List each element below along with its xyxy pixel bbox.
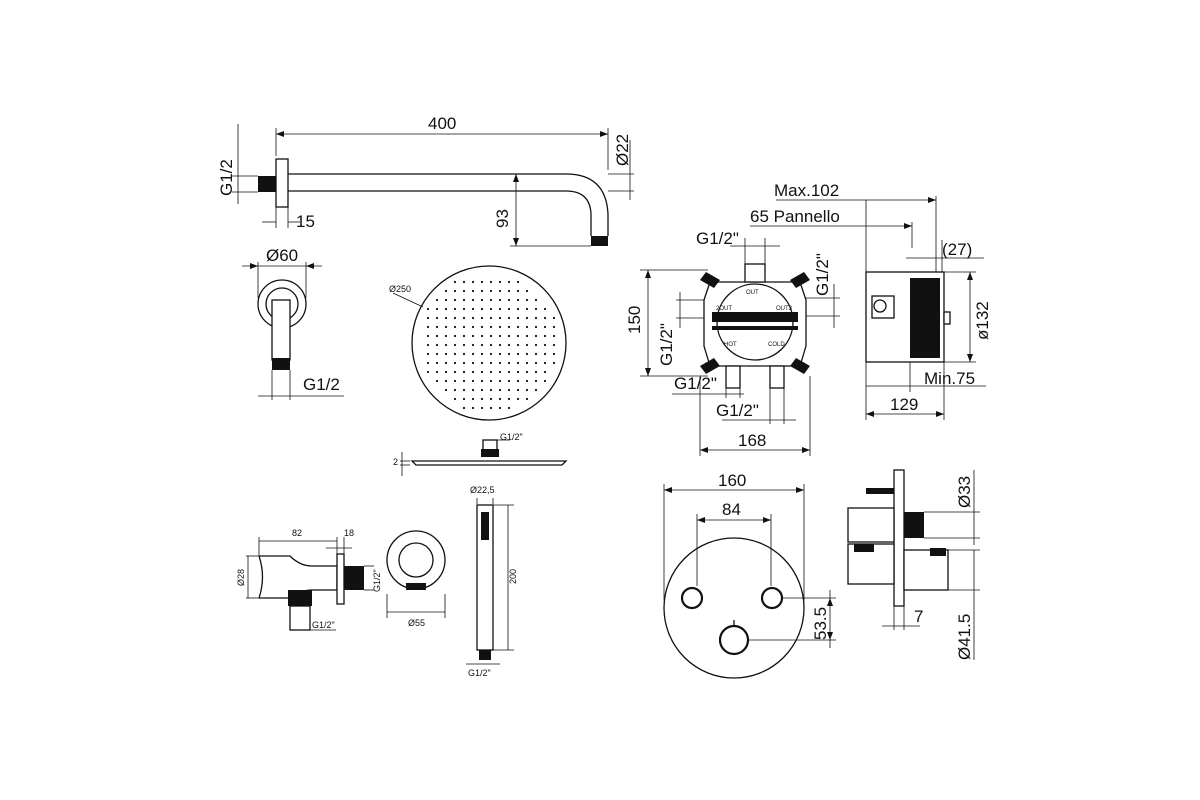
trim-button-left: [680, 586, 704, 610]
arm-thread-stub: [258, 176, 276, 192]
hand-shower-thread-label: G1/2": [468, 668, 491, 678]
shower-head-side-view: G1/2" 2: [393, 432, 568, 476]
shower-arm-view: 400 Ø22 G1/2 15 93: [217, 114, 634, 247]
arm-thread-label: G1/2: [217, 159, 236, 196]
arm-wall-flange: [275, 158, 289, 208]
shower-head-nozzles: [426, 280, 556, 410]
head-diameter-label: Ø250: [389, 284, 411, 294]
shower-head-top-view: Ø250: [389, 265, 567, 421]
outlet-side-thread-label: G1/2": [372, 569, 382, 592]
head-thickness-label: 2: [393, 457, 398, 467]
valve-port-out-1: OUT: [746, 290, 759, 296]
arm-length-label: 400: [428, 114, 456, 133]
arm-drop-label: 93: [493, 209, 512, 228]
valve-side-min-label: Min.75: [924, 369, 975, 388]
valve-height-label: 150: [625, 306, 644, 334]
hand-shower-diameter-label: Ø22,5: [470, 485, 495, 495]
outlet-length-label: 82: [292, 528, 302, 538]
outlet-plate-label: Ø55: [408, 618, 425, 628]
arm-outlet-thread: [591, 236, 608, 246]
outlet-flange-label: 18: [344, 528, 354, 538]
valve-box-front-view: OUT 2OUT OUT3 HOT COLD G1/2" G1/2" 150 G…: [625, 229, 840, 456]
hand-shower-view: Ø22,5 200 G1/2": [466, 485, 518, 678]
valve-left-thread-label: G1/2": [657, 323, 676, 366]
wall-outlet-view: 82 18 Ø28 G1/2" G1/2": [236, 528, 382, 631]
outlet-bottom-thread-label: G1/2": [312, 620, 335, 630]
trim-side-top-label: Ø33: [955, 476, 974, 508]
shower-head-outline: [411, 265, 567, 421]
trim-side-bottom-label: Ø41.5: [955, 614, 974, 660]
head-thread-label: G1/2": [500, 432, 523, 442]
trim-diameter-label: 160: [718, 471, 746, 490]
valve-bottom-thread-1-label: G1/2": [674, 374, 717, 393]
trim-button-right: [760, 586, 784, 610]
arm-flange-label: 15: [296, 212, 315, 231]
valve-bottom-thread-2-label: G1/2": [716, 401, 759, 420]
trim-side-depth-label: 7: [914, 607, 923, 626]
arm-flange-front-view: Ø60 G1/2: [242, 246, 344, 400]
valve-port-cold: COLD: [768, 342, 785, 348]
arm-diameter-label: Ø22: [613, 134, 632, 166]
valve-right-thread-label: G1/2": [813, 253, 832, 296]
trim-plate-front-view: 160 84 53.5: [663, 471, 836, 679]
valve-side-offset-label: (27): [942, 240, 972, 259]
valve-port-out-2: 2OUT: [716, 306, 732, 312]
flange-diameter-label: Ø60: [266, 246, 298, 265]
hand-shower-length-label: 200: [508, 569, 518, 584]
valve-box-side-view: Max.102 65 Pannello (27) ø132 Min.75 129: [750, 181, 992, 420]
valve-top-thread-label: G1/2": [696, 229, 739, 248]
outlet-diameter-label: Ø28: [236, 569, 246, 586]
trim-handle: [718, 624, 750, 656]
outlet-front-view: Ø55: [386, 530, 446, 628]
valve-port-out-3: OUT3: [776, 306, 793, 312]
valve-side-depth-label: 129: [890, 395, 918, 414]
valve-port-hot: HOT: [724, 342, 737, 348]
valve-side-panel-label: 65 Pannello: [750, 207, 840, 226]
valve-side-diameter-label: ø132: [973, 301, 992, 340]
flange-thread-label: G1/2: [303, 375, 340, 394]
trim-handle-offset-label: 53.5: [811, 607, 830, 640]
trim-plate-side-view: Ø33 7 Ø41.5: [847, 469, 980, 660]
valve-width-label: 168: [738, 431, 766, 450]
trim-plate-outline: [663, 537, 805, 679]
trim-spacing-label: 84: [722, 500, 741, 519]
valve-side-max-label: Max.102: [774, 181, 839, 200]
